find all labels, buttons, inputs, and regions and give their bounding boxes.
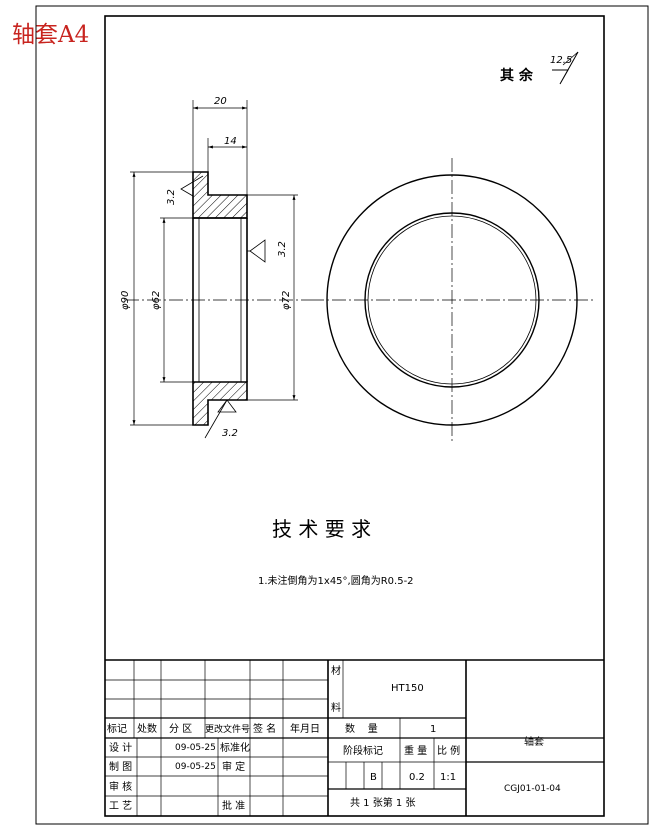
approve-label: 审 定 bbox=[222, 760, 245, 773]
roughness-bottom-symbol bbox=[217, 399, 237, 413]
roughness-other-value: 12.5 bbox=[550, 55, 572, 66]
quantity-label: 数 量 bbox=[345, 722, 378, 735]
drawing-number: CGJ01-01-04 bbox=[504, 784, 561, 794]
rev-header-sign: 签 名 bbox=[253, 722, 276, 735]
part-name: 轴套 bbox=[524, 735, 544, 748]
roughness-flange-value: 3.2 bbox=[166, 189, 177, 205]
weight-value: 0.2 bbox=[409, 772, 425, 783]
design-label: 设 计 bbox=[109, 741, 132, 754]
inner-frame bbox=[104, 15, 605, 817]
dim-overall-length: 20 bbox=[214, 96, 227, 107]
rev-header-date: 年月日 bbox=[290, 722, 320, 735]
outer-frame bbox=[35, 5, 649, 825]
standard-label: 标准化 bbox=[220, 741, 250, 754]
roughness-flange-symbol bbox=[180, 175, 204, 197]
process-label: 工 艺 bbox=[109, 800, 132, 812]
check-label: 审 核 bbox=[109, 780, 132, 793]
scale-label: 比 例 bbox=[437, 744, 460, 757]
material-value: HT150 bbox=[391, 683, 424, 694]
dim-flange-offset: 14 bbox=[224, 136, 237, 147]
roughness-bore-value: 3.2 bbox=[277, 241, 288, 257]
sheets-count: 共 1 张第 1 张 bbox=[350, 796, 415, 809]
flange-top-hatch bbox=[192, 171, 248, 219]
title-block bbox=[105, 659, 604, 816]
weight-label: 重 量 bbox=[404, 744, 427, 757]
draw-label: 制 图 bbox=[109, 760, 132, 773]
rev-header-mark: 标记 bbox=[107, 723, 127, 735]
stage-value: B bbox=[370, 772, 377, 783]
rev-header-count: 处数 bbox=[137, 722, 157, 735]
stage-label: 阶段标记 bbox=[343, 744, 383, 757]
roughness-bore-symbol bbox=[249, 239, 266, 263]
flange-bottom-hatch bbox=[192, 381, 248, 426]
dim-shoulder-dia: φ72 bbox=[281, 291, 292, 310]
material-label-1: 材 bbox=[331, 664, 341, 677]
corner-label: 轴套A4 bbox=[12, 22, 89, 48]
tech-req-title: 技 术 要 求 bbox=[272, 517, 371, 541]
scale-value: 1:1 bbox=[440, 772, 456, 783]
draw-date: 09-05-25 bbox=[175, 762, 216, 772]
dim-outer-dia: φ90 bbox=[120, 291, 131, 310]
roughness-bottom-value: 3.2 bbox=[222, 428, 238, 439]
end-view bbox=[310, 158, 595, 442]
rev-header-doc: 更改文件号 bbox=[205, 723, 250, 735]
roughness-other-symbol bbox=[552, 51, 579, 85]
title-block-text: 材 料 HT150 标记 处数 分 区 更改文件号 签 名 年月日 设 计 09… bbox=[107, 664, 561, 812]
material-label-2: 料 bbox=[331, 701, 341, 714]
dim-bore-dia: φ62 bbox=[151, 291, 162, 310]
roughness-other-label: 其 余 bbox=[500, 67, 534, 84]
authorize-label: 批 准 bbox=[222, 799, 245, 812]
quantity-value: 1 bbox=[430, 724, 436, 735]
design-date: 09-05-25 bbox=[175, 743, 216, 753]
roughness-other: 其 余 12.5 bbox=[500, 51, 579, 85]
tech-req-item-1: 1.未注倒角为1x45°,圆角为R0.5-2 bbox=[258, 574, 414, 587]
rev-header-zone: 分 区 bbox=[169, 723, 192, 735]
section-view: 20 14 φ90 φ62 φ72 3.2 3.2 3.2 bbox=[120, 96, 310, 439]
